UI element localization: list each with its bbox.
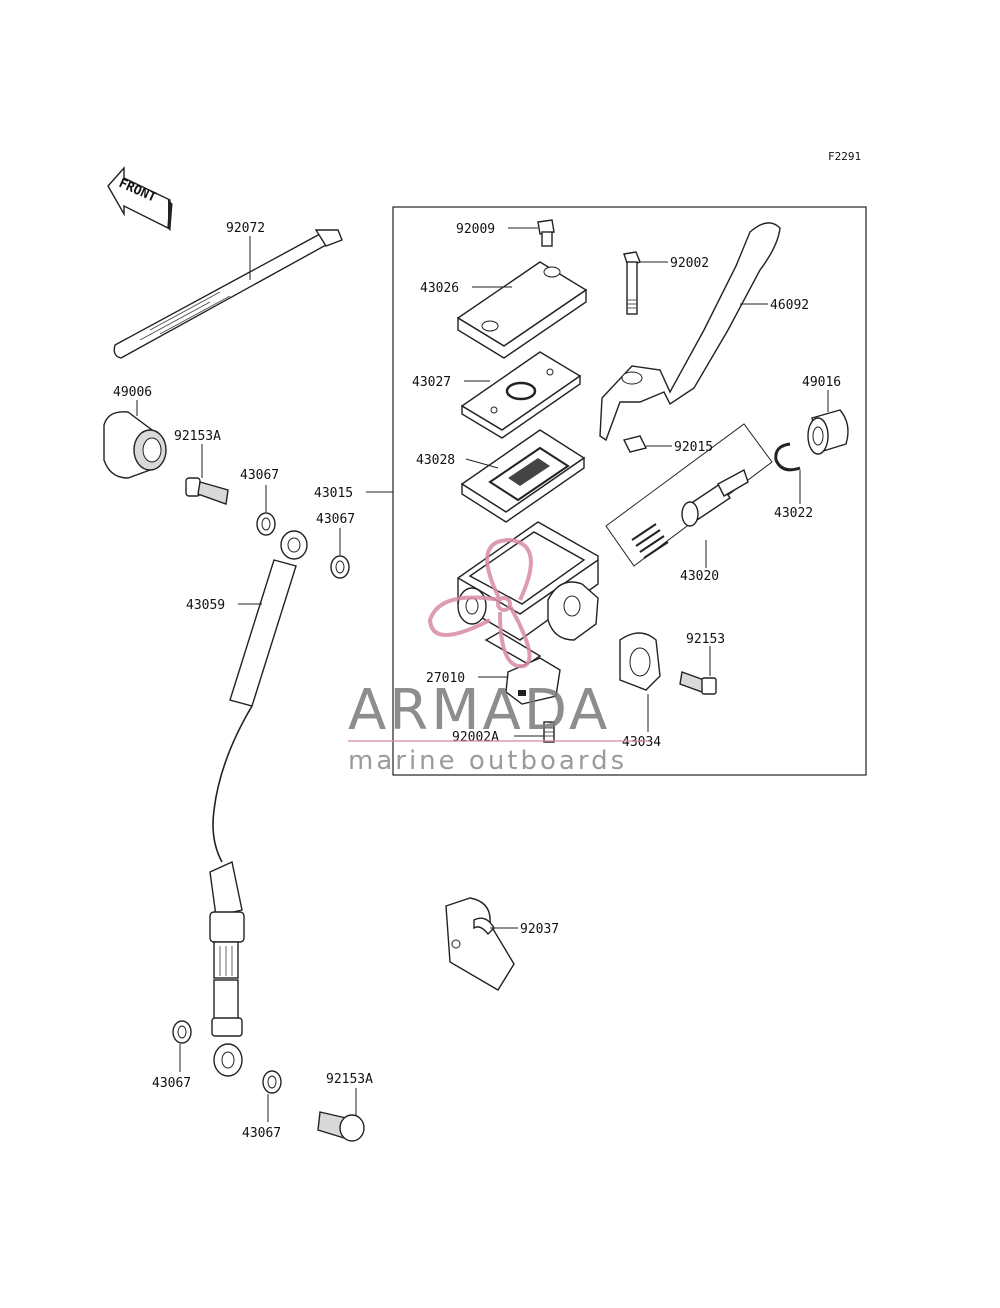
assembly-frame (392, 206, 867, 776)
leader (465, 458, 499, 469)
reservoir-cap-part (456, 261, 588, 359)
label-92002: 92002 (670, 256, 709, 271)
pivot-bolt-part (623, 251, 641, 315)
label-43027: 43027 (412, 375, 451, 390)
screw-92002A-part (543, 721, 555, 743)
flower-logo-icon (427, 537, 533, 669)
watermark-tagline: marine outboards (348, 746, 627, 776)
label-92037: 92037 (520, 922, 559, 937)
figure-reference: F2291 (828, 150, 861, 163)
brake-switch-part (505, 657, 561, 705)
cap-49006-part (103, 411, 167, 479)
front-arrow-icon: FRONT (107, 166, 173, 232)
label-43026: 43026 (420, 281, 459, 296)
screw-92009-part (537, 219, 555, 247)
label-46092: 46092 (770, 298, 809, 313)
label-43020: 43020 (680, 569, 719, 584)
label-92072: 92072 (226, 221, 265, 236)
label-43034: 43034 (622, 735, 661, 750)
cable-tie-part (113, 229, 343, 359)
label-43022: 43022 (774, 506, 813, 521)
brake-hose-part (209, 530, 308, 1077)
label-43015: 43015 (314, 486, 353, 501)
label-43067-c: 43067 (152, 1076, 191, 1091)
watermark-brand: ARMADA (348, 678, 610, 743)
diaphragm-part (460, 429, 586, 523)
label-43067-b: 43067 (316, 512, 355, 527)
circlip-part (774, 442, 801, 472)
label-92153: 92153 (686, 632, 725, 647)
boot-49016-part (807, 409, 849, 455)
label-43067-a: 43067 (240, 468, 279, 483)
label-43067-d: 43067 (242, 1126, 281, 1141)
label-92153A-top: 92153A (174, 429, 221, 444)
label-92015: 92015 (674, 440, 713, 455)
brake-lever-part (599, 222, 781, 442)
hose-clamp-92037-part (445, 897, 515, 991)
label-43028: 43028 (416, 453, 455, 468)
nut-92015-part (622, 435, 648, 453)
banjo-bolt-top-part (185, 477, 229, 505)
clamp-43034-part (619, 632, 661, 691)
label-43059: 43059 (186, 598, 225, 613)
watermark-logo: ARMADA marine outboards (348, 537, 650, 776)
label-92153A-bottom: 92153A (326, 1072, 373, 1087)
banjo-bolt-bottom-part (317, 1111, 365, 1142)
label-49006: 49006 (113, 385, 152, 400)
piston-kit-part (605, 423, 773, 567)
label-27010: 27010 (426, 671, 465, 686)
diaphragm-plate-part (460, 351, 582, 439)
bolt-92153-part (679, 671, 717, 695)
label-92009: 92009 (456, 222, 495, 237)
label-49016: 49016 (802, 375, 841, 390)
